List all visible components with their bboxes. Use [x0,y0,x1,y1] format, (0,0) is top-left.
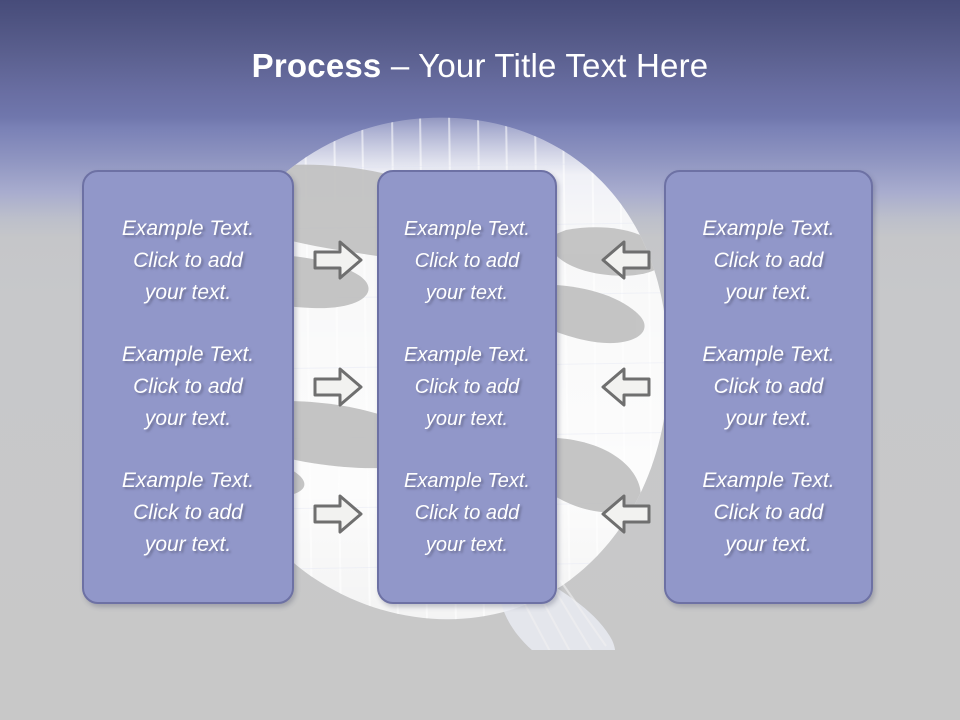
text-placeholder-2-1[interactable]: Example Text. Click to add your text. [404,218,530,304]
process-column-1[interactable]: Example Text. Click to add your text. Ex… [82,170,294,604]
text-placeholder-3-1[interactable]: Example Text. Click to add your text. [702,217,835,304]
text-placeholder-3-3[interactable]: Example Text. Click to add your text. [702,469,835,556]
text-placeholder-1-3[interactable]: Example Text. Click to add your text. [121,469,255,556]
text-placeholder-1-2[interactable]: Example Text. Click to add your text. [121,343,255,430]
process-column-2[interactable]: Example Text. Click to add your text. Ex… [377,170,557,604]
arrow-right-icon-3[interactable] [312,489,364,539]
arrow-left-icon-2[interactable] [600,362,652,412]
arrow-right-icon-1[interactable] [312,235,364,285]
connector-group-left-arrows [596,170,656,604]
connector-group-right-arrows [308,170,368,604]
arrow-left-icon-1[interactable] [600,235,652,285]
text-placeholder-1-1[interactable]: Example Text. Click to add your text. [121,217,255,304]
page-title-rest: – Your Title Text Here [381,47,709,84]
text-placeholder-3-2[interactable]: Example Text. Click to add your text. [702,343,835,430]
arrow-left-icon-3[interactable] [600,489,652,539]
text-placeholder-2-3[interactable]: Example Text. Click to add your text. [404,470,530,556]
text-placeholder-2-2[interactable]: Example Text. Click to add your text. [404,344,530,430]
arrow-right-icon-2[interactable] [312,362,364,412]
page-title-bold: Process [251,47,382,84]
process-column-3[interactable]: Example Text. Click to add your text. Ex… [664,170,873,604]
page-title: Process – Your Title Text Here [0,44,960,88]
